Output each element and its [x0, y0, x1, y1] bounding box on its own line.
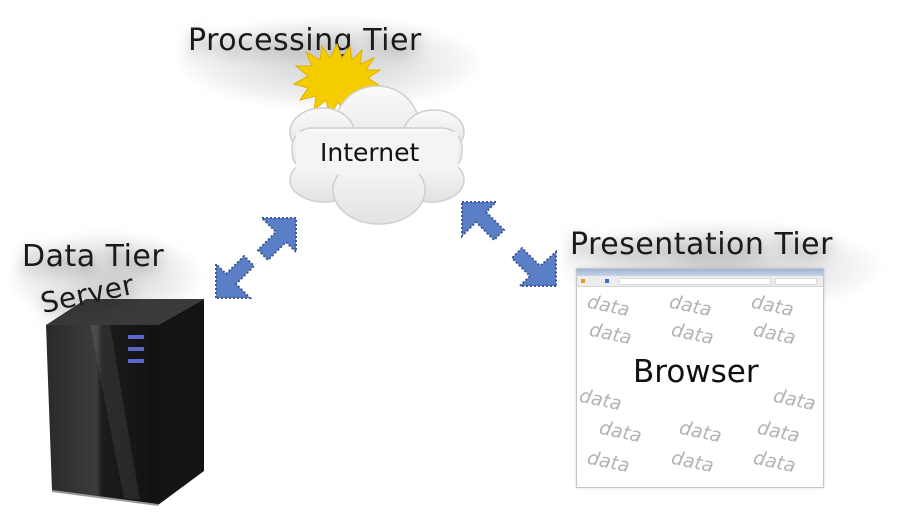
- double-arrow-icon: [461, 201, 557, 287]
- data-word: data: [677, 416, 724, 448]
- double-arrow-icon: [215, 217, 297, 299]
- cloud-icon: [289, 85, 465, 225]
- data-word: data: [585, 290, 632, 322]
- browser-toolbar: [577, 276, 823, 287]
- data-word: data: [577, 384, 624, 416]
- data-word: data: [751, 446, 798, 478]
- data-word: data: [669, 318, 716, 350]
- data-word: data: [597, 416, 644, 448]
- browser-window-icon: data data data data data data data data …: [576, 268, 824, 488]
- data-tier-label: Data Tier: [22, 239, 165, 274]
- data-word: data: [667, 290, 714, 322]
- data-word: data: [771, 384, 818, 416]
- data-word: data: [587, 318, 634, 350]
- browser-title-bar: [577, 269, 823, 276]
- data-word: data: [751, 318, 798, 350]
- data-word: data: [749, 290, 796, 322]
- browser-label: Browser: [633, 354, 759, 390]
- data-word: data: [585, 446, 632, 478]
- server-icon: [46, 299, 204, 506]
- internet-label: Internet: [320, 138, 420, 167]
- presentation-tier-label: Presentation Tier: [570, 227, 833, 262]
- data-word: data: [669, 446, 716, 478]
- data-word: data: [755, 416, 802, 448]
- processing-tier-label: Processing Tier: [188, 23, 422, 58]
